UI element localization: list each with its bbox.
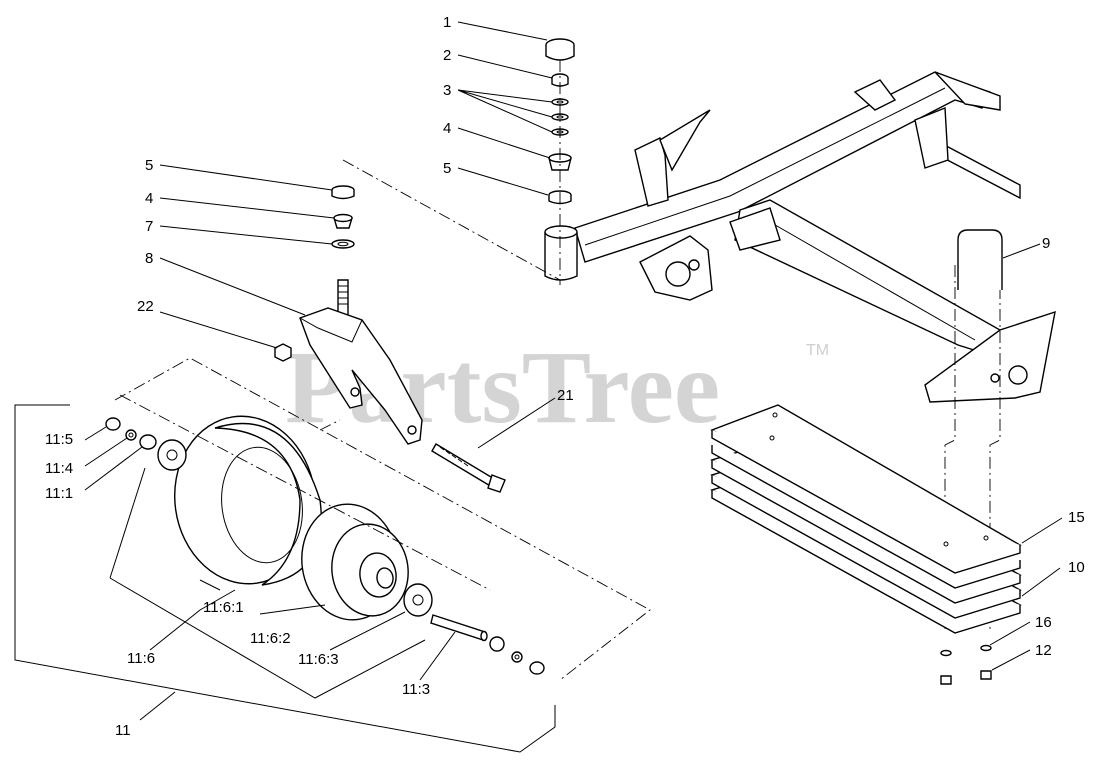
u-bolt [957,229,1003,290]
callout-22: 22 [137,298,154,315]
callout-11-3: 11:3 [402,681,430,698]
callout-11-4: 11:4 [45,460,73,477]
callout-8: 8 [145,250,153,267]
callout-11-6-1: 11:6:1 [203,599,244,616]
callout-12: 12 [1035,642,1052,659]
callout-5-top: 5 [443,160,451,177]
caster-fork [274,307,423,445]
axle-bolt [431,443,506,493]
callout-15: 15 [1068,509,1085,526]
leader-lines [84,21,1063,721]
shim-stack [710,404,1022,634]
callout-11-6-2: 11:6:2 [250,630,291,647]
callout-21: 21 [557,387,574,404]
right-bearing-parts [403,583,545,675]
spindle-bearing-stack [544,38,578,281]
callout-9: 9 [1042,235,1050,252]
callout-7: 7 [145,218,153,235]
callout-11-6-3: 11:6:3 [298,651,339,668]
watermark-trademark: TM [806,342,829,359]
callout-2: 2 [443,47,451,64]
callout-labels: 1 2 3 4 5 5 4 7 8 22 21 9 15 10 16 12 11… [45,14,1085,739]
callout-11-1: 11:1 [45,485,73,502]
callout-11-6: 11:6 [127,650,155,667]
callout-16: 16 [1035,614,1052,631]
callout-11: 11 [115,722,131,739]
left-bearing-parts [105,417,187,471]
callout-3: 3 [443,82,451,99]
callout-11-5: 11:5 [45,431,73,448]
callout-4-top: 4 [443,120,451,137]
mower-frame [574,71,1056,403]
callout-4-left: 4 [145,190,153,207]
callout-1: 1 [443,14,451,31]
caster-wheel [174,415,409,621]
callout-5-left: 5 [145,157,153,174]
caster-fork-stack [331,185,355,331]
callout-10: 10 [1068,559,1085,576]
washers-and-nuts [940,644,992,685]
